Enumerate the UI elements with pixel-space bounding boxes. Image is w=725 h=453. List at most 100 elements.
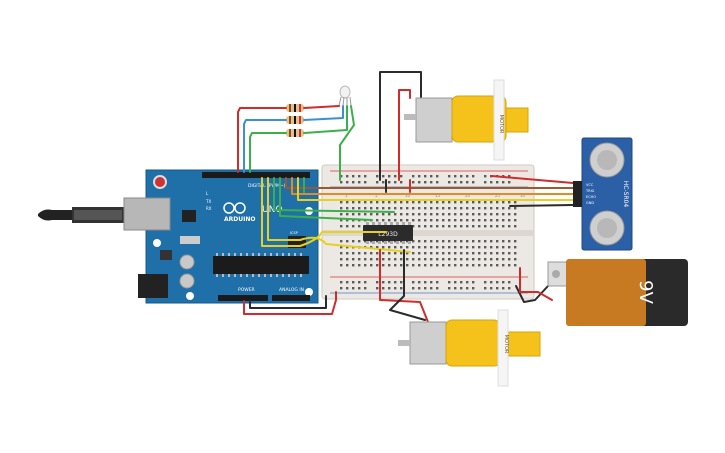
- breadboard-hole: [496, 240, 499, 243]
- breadboard-hole: [472, 219, 475, 222]
- breadboard-hole: [430, 264, 433, 267]
- breadboard-hole: [490, 287, 493, 290]
- breadboard-hole: [430, 207, 433, 210]
- breadboard-hole: [394, 213, 397, 216]
- digital-label: DIGITAL (PWM~): [248, 183, 286, 189]
- breadboard-hole: [478, 225, 481, 228]
- sensor-pin-echo: ECHO: [586, 195, 596, 199]
- breadboard-hole: [502, 246, 505, 249]
- breadboard-hole: [514, 252, 517, 255]
- breadboard-hole: [460, 252, 463, 255]
- breadboard-hole: [484, 258, 487, 261]
- breadboard-hole: [388, 201, 391, 204]
- breadboard-hole: [466, 240, 469, 243]
- breadboard-hole: [454, 175, 457, 178]
- model-label: UNO: [262, 205, 282, 215]
- breadboard-hole: [346, 181, 349, 184]
- breadboard-hole: [514, 258, 517, 261]
- breadboard-hole: [406, 246, 409, 249]
- breadboard-hole: [412, 258, 415, 261]
- breadboard-hole: [370, 264, 373, 267]
- breadboard-hole: [382, 281, 385, 284]
- breadboard-hole: [394, 181, 397, 184]
- breadboard-hole: [394, 246, 397, 249]
- breadboard-hole: [478, 252, 481, 255]
- breadboard-hole: [466, 213, 469, 216]
- breadboard-hole: [340, 240, 343, 243]
- breadboard-hole: [418, 207, 421, 210]
- breadboard-hole: [358, 252, 361, 255]
- breadboard-hole: [448, 181, 451, 184]
- breadboard-hole: [418, 281, 421, 284]
- breadboard-hole: [418, 225, 421, 228]
- breadboard-hole: [496, 201, 499, 204]
- breadboard-hole: [388, 252, 391, 255]
- breadboard-hole: [436, 175, 439, 178]
- breadboard-hole: [424, 213, 427, 216]
- breadboard-hole: [436, 219, 439, 222]
- breadboard-hole: [448, 219, 451, 222]
- breadboard-hole: [370, 207, 373, 210]
- breadboard-hole: [508, 175, 511, 178]
- breadboard-hole: [352, 240, 355, 243]
- breadboard-hole: [436, 225, 439, 228]
- breadboard-hole: [484, 213, 487, 216]
- breadboard-hole: [478, 264, 481, 267]
- breadboard-hole: [496, 264, 499, 267]
- arduino-uno-board[interactable]: DIGITAL (PWM~) ARDUINO UNO TX RX L ICSP …: [38, 169, 319, 304]
- breadboard-hole: [472, 181, 475, 184]
- breadboard-hole: [442, 240, 445, 243]
- breadboard-hole: [376, 281, 379, 284]
- breadboard-hole: [430, 246, 433, 249]
- motor-top[interactable]: MOTOR: [404, 79, 529, 161]
- bb-col-25: 25: [495, 193, 501, 198]
- breadboard-hole: [502, 201, 505, 204]
- breadboard-hole: [382, 181, 385, 184]
- breadboard-hole: [376, 213, 379, 216]
- resistor-3[interactable]: [280, 129, 310, 137]
- breadboard-hole: [484, 219, 487, 222]
- breadboard-hole: [496, 246, 499, 249]
- breadboard-hole: [424, 287, 427, 290]
- breadboard-hole: [442, 252, 445, 255]
- breadboard-hole: [484, 246, 487, 249]
- breadboard-hole: [400, 258, 403, 261]
- battery-9v[interactable]: 9V: [547, 259, 688, 326]
- breadboard-hole: [436, 252, 439, 255]
- breadboard-hole: [442, 201, 445, 204]
- breadboard-hole: [352, 258, 355, 261]
- breadboard-hole: [370, 258, 373, 261]
- breadboard-hole: [400, 246, 403, 249]
- breadboard-hole: [382, 175, 385, 178]
- l293d-chip[interactable]: L293D: [363, 222, 413, 244]
- breadboard-hole: [394, 201, 397, 204]
- breadboard-hole: [364, 281, 367, 284]
- breadboard-hole: [484, 240, 487, 243]
- sensor-pin-trig: TRIG: [585, 189, 595, 193]
- breadboard-hole: [346, 240, 349, 243]
- breadboard-hole: [388, 207, 391, 210]
- breadboard-hole: [352, 264, 355, 267]
- rgb-led[interactable]: [338, 85, 352, 107]
- breadboard-hole: [502, 181, 505, 184]
- breadboard-hole: [340, 281, 343, 284]
- breadboard-hole: [448, 264, 451, 267]
- breadboard-hole: [472, 258, 475, 261]
- breadboard-hole: [466, 252, 469, 255]
- breadboard-hole: [358, 201, 361, 204]
- breadboard-hole: [406, 252, 409, 255]
- motor-bottom[interactable]: MOTOR: [398, 309, 541, 387]
- breadboard-column-numbers: 1 5 10 15 20 25 30: [345, 193, 526, 198]
- breadboard-hole: [370, 213, 373, 216]
- breadboard-hole: [502, 281, 505, 284]
- reset-button[interactable]: [153, 175, 167, 189]
- breadboard-hole: [418, 240, 421, 243]
- breadboard-hole: [496, 207, 499, 210]
- ultrasonic-sensor[interactable]: HC-SR04 VCC TRIG ECHO GND: [573, 137, 633, 251]
- breadboard-hole: [484, 281, 487, 284]
- breadboard: 1 5 10 15 20 25 30: [321, 164, 535, 300]
- breadboard-hole: [448, 281, 451, 284]
- breadboard-hole: [460, 246, 463, 249]
- breadboard-hole: [382, 219, 385, 222]
